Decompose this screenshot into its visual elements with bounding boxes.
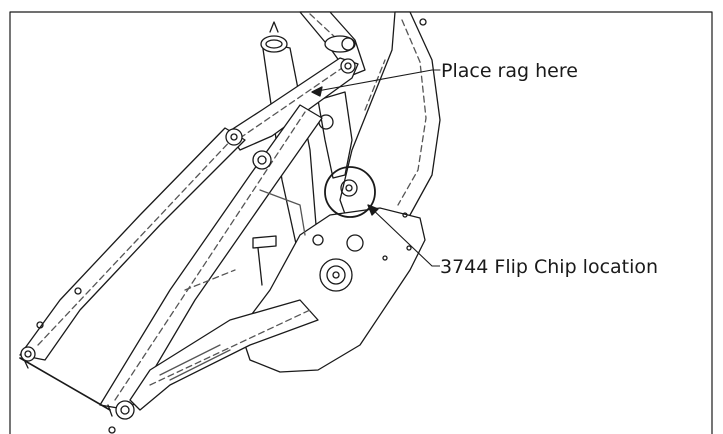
seat-stay-upper: [227, 57, 359, 151]
flip-chip-highlight: [324, 166, 376, 218]
seat-stay: [19, 127, 246, 361]
bolt: [419, 18, 427, 26]
dropout-bolt-right: [115, 400, 135, 420]
rear-shock: [317, 91, 353, 179]
leader-rag: [311, 69, 441, 93]
cable-bracket: [252, 235, 277, 249]
leader-chip: [367, 204, 441, 267]
drawing-border: [9, 11, 713, 434]
bb-center: [319, 258, 353, 292]
callout-flip-chip-label: 3744 Flip Chip location: [440, 256, 659, 278]
rear-axle: [19, 357, 111, 411]
callout-rag-label: Place rag here: [441, 60, 578, 82]
seatpost-top: [260, 35, 288, 53]
chain-stay-lower: [129, 299, 319, 411]
dropout-bolt-left: [20, 346, 36, 362]
